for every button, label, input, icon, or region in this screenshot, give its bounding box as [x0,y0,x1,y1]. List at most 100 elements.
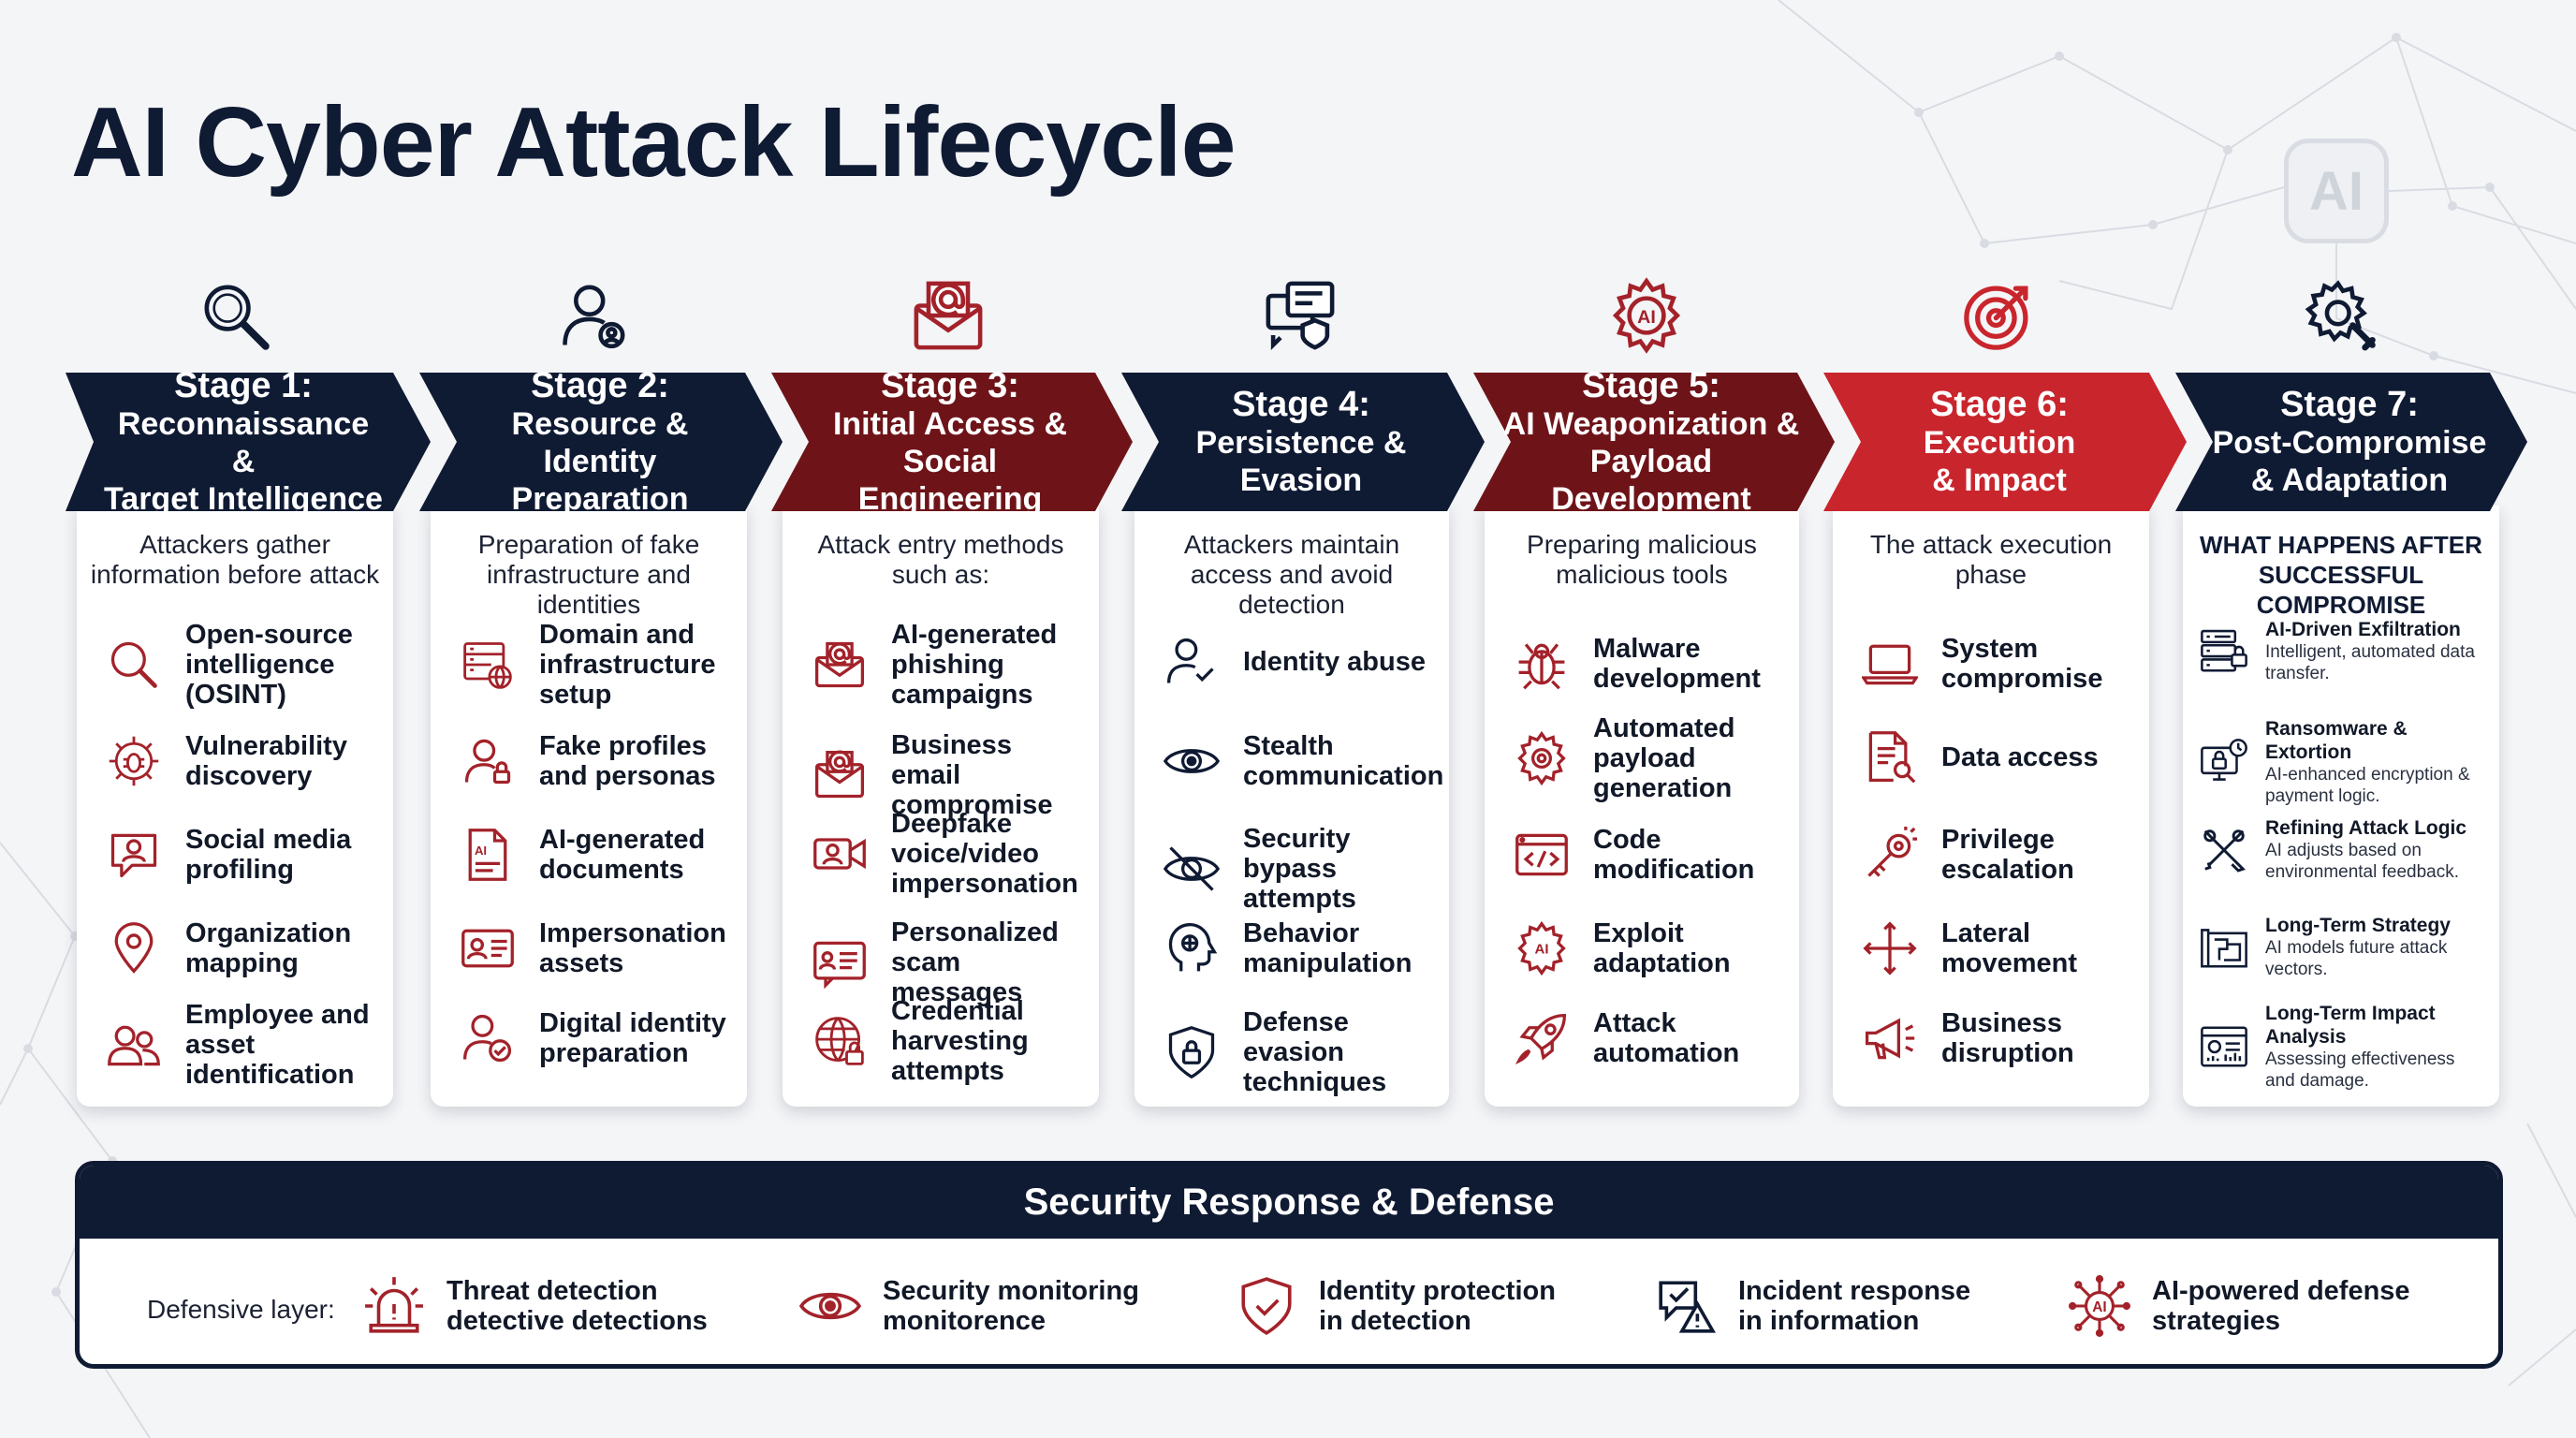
stage-name-line: & Impact [1932,462,2067,498]
intro-line: access and avoid detection [1190,560,1394,619]
stage-4-card: Attackers maintain access and avoid dete… [1134,506,1449,1107]
svg-text:AI: AI [475,844,487,858]
shield-lock-icon [1161,1021,1222,1083]
page-title: AI Cyber Attack Lifecycle [71,87,1237,198]
gear-wrench-icon [2301,273,2385,358]
stage-name-line: Preparation [511,481,689,517]
stage-name-line: Initial Access & [832,406,1068,442]
alarm-icon [360,1272,428,1340]
phishing-mail-icon [809,634,871,696]
chevron-stage-4 [1121,373,1485,511]
monitor-lock-icon [2198,736,2250,788]
stage-name-line: AI Weaponization & [1502,406,1800,442]
ai-document-icon: AI [457,824,519,886]
item-description: AI adjusts based on environmental feedba… [2265,841,2460,882]
intro-line: information before attack [90,560,380,589]
laptop-icon [1859,633,1921,695]
stage-name-line: & Adaptation [2250,462,2449,498]
stage-intro: Preparing malicious malicious tools [1494,530,1790,590]
megaphone-icon [1859,1007,1921,1069]
intro-line: malicious tools [1556,560,1728,589]
stage-name-line: Target Intelligence [104,481,383,517]
tools-cross-icon [2198,824,2250,876]
stage-intro: Attack entry methods such as: [792,530,1090,590]
eye-off-icon [1161,838,1222,900]
stage-intro: Attackers maintain access and avoid dete… [1144,530,1440,620]
stage-7-banner: Stage 7: Post-Compromise & Adaptation [2211,373,2488,511]
stage-6-banner: Stage 6: Execution & Impact [1861,373,2138,511]
stage-name-line: Social Engineering [857,444,1043,517]
ai-chip-badge: AI [2284,139,2389,243]
intro-line: Preparation of fake [477,530,700,559]
item-description: Assessing effectiveness and damage. [2265,1049,2455,1091]
stage-2-banner: Stage 2: Resource & Identity Preparation [457,366,743,517]
stage-1-banner: Stage 1: Reconnaissance & Target Intelli… [103,366,384,517]
svg-text:AI: AI [1535,942,1549,958]
magnifier-icon [193,273,277,358]
chevron-stage-7 [2175,373,2527,511]
stage-chevron-band [66,373,2527,511]
user-settings-icon [552,273,637,358]
intro-line: phase [1954,560,2027,589]
message-card-icon [809,932,871,993]
stage-number: Stage 4: [1232,385,1370,424]
stage-number: Stage 3: [881,366,1019,405]
id-card-icon [457,917,519,979]
stage-name-line: Evasion [1239,462,1363,498]
stage-intro: Attackers gather information before atta… [86,530,384,590]
rocket-icon [1511,1007,1573,1069]
defensive-layer-label: Defensive layer: [147,1295,335,1324]
stage-5-card: Preparing malicious malicious tools Malw… [1485,506,1799,1107]
ai-chip-icon: AI [2066,1272,2133,1340]
eye-icon [1161,730,1222,792]
key-icon [1859,824,1921,886]
target-icon [1956,273,2041,358]
user-check-icon [457,1007,519,1069]
intro-line: The attack execution [1869,530,2113,559]
item-description: AI-enhanced encryption & payment logic. [2265,765,2470,806]
item-label: Data access [1941,742,2099,772]
users-icon [103,1014,165,1076]
intro-line: Preparing malicious [1527,530,1757,559]
email-at-icon [906,273,990,358]
stage-number: Stage 2: [531,366,669,405]
chevron-stage-5 [1473,373,1835,511]
